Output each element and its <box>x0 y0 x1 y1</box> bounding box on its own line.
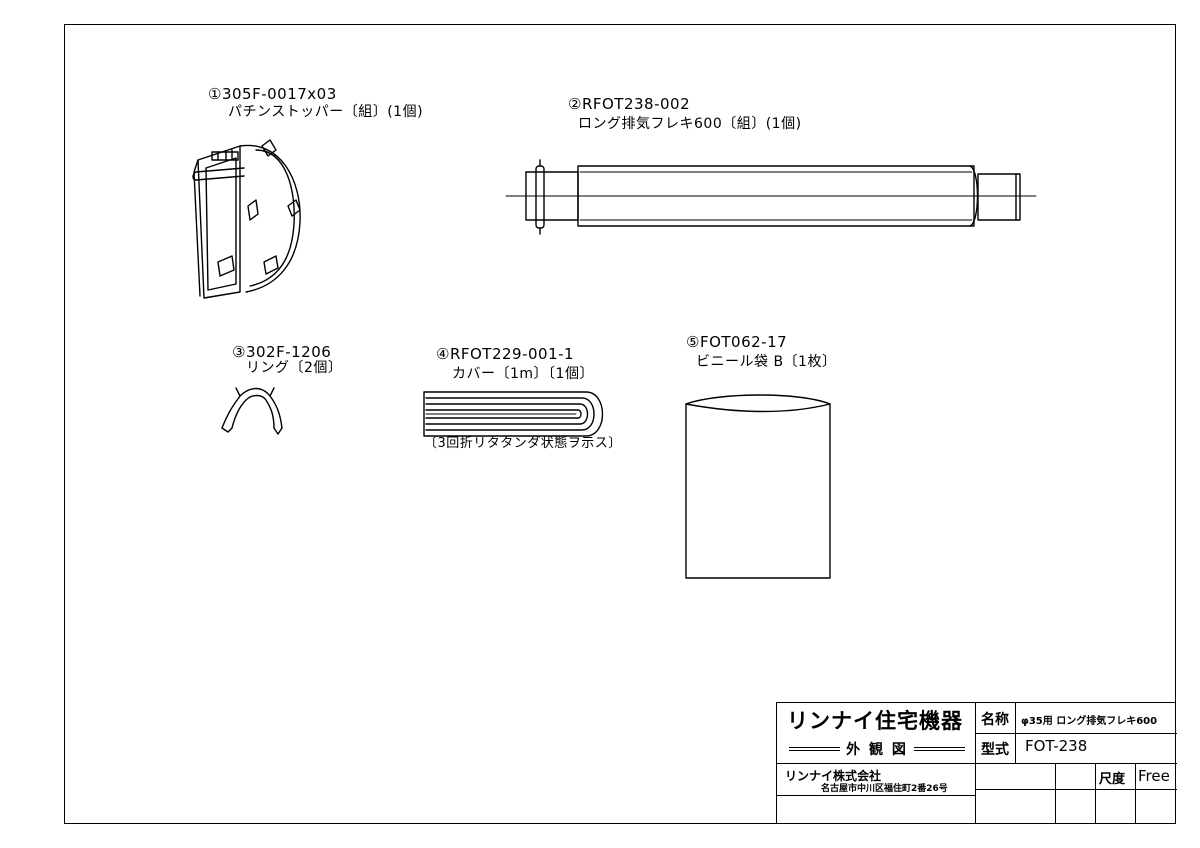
part-4-code: ④RFOT229-001-1 <box>436 345 575 363</box>
title-block: リンナイ住宅機器 外 観 図 リンナイ株式会社 名古屋市中川区福住町2番26号 … <box>776 702 1177 824</box>
part-4-note: 〔3回折リタタンダ状態ヲ示ス〕 <box>424 436 622 451</box>
name-value: φ35用 ロング排気フレキ600 <box>1021 716 1158 727</box>
company-brand: リンナイ住宅機器 <box>787 709 963 733</box>
part-1-stopper-drawing <box>192 139 301 299</box>
part-3-ring-drawing <box>221 387 283 435</box>
part-3-code: ③302F-1206 <box>232 343 332 361</box>
part-2-code: ②RFOT238-002 <box>568 95 691 113</box>
model-value: FOT-238 <box>1025 737 1088 755</box>
part-4-cover-drawing <box>423 391 604 437</box>
part-3-desc: リング〔2個〕 <box>246 360 343 376</box>
part-1-code: ①305F-0017x03 <box>208 85 337 103</box>
drawing-type: 外 観 図 <box>789 739 965 759</box>
scale-value: Free <box>1138 767 1170 785</box>
drawing-frame <box>64 24 1176 824</box>
company-name: リンナイ株式会社 <box>785 769 882 783</box>
part-5-bag-drawing <box>685 394 831 579</box>
scale-label: 尺度 <box>1099 772 1126 787</box>
part-5-desc: ビニール袋 B〔1枚〕 <box>696 354 837 370</box>
part-2-flex-pipe-drawing <box>505 159 1037 235</box>
drawing-type-label: 外 観 図 <box>840 742 914 758</box>
company-address: 名古屋市中川区福住町2番26号 <box>821 784 948 794</box>
model-label: 型式 <box>981 742 1009 758</box>
part-5-code: ⑤FOT062-17 <box>686 333 788 351</box>
part-2-desc: ロング排気フレキ600〔組〕(1個) <box>578 116 802 132</box>
name-label: 名称 <box>981 712 1009 728</box>
part-1-desc: パチンストッパー〔組〕(1個) <box>228 104 424 120</box>
part-4-desc: カバー〔1m〕〔1個〕 <box>452 366 594 382</box>
